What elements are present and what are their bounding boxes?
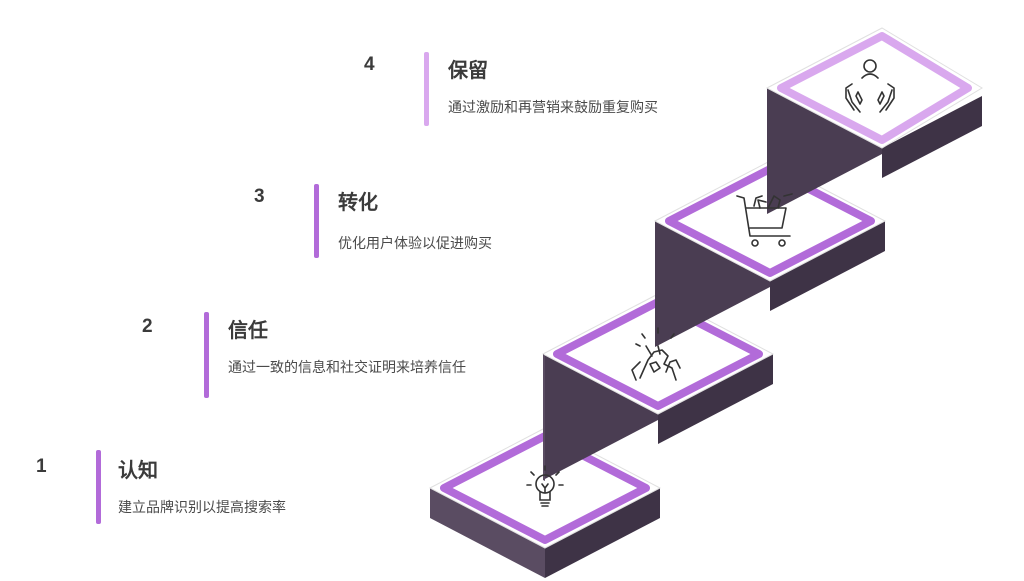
step-title: 转化 xyxy=(338,190,378,214)
step-number: 1 xyxy=(36,456,47,477)
step-number: 2 xyxy=(142,316,153,337)
step-title: 认知 xyxy=(118,458,158,482)
step-accent-bar xyxy=(96,450,101,524)
step-description: 通过一致的信息和社交证明来培养信任 xyxy=(228,360,466,376)
step-title: 信任 xyxy=(228,318,268,342)
lightbulb-icon xyxy=(526,465,564,507)
step-4-block xyxy=(765,27,983,214)
step-description: 建立品牌识别以提高搜索率 xyxy=(118,500,286,516)
step-description: 通过激励和再营销来鼓励重复购买 xyxy=(448,100,658,116)
shopping-cart-icon xyxy=(736,193,793,247)
step-2-block xyxy=(541,293,775,481)
step-description: 优化用户体验以促进购买 xyxy=(338,236,492,252)
step-accent-bar xyxy=(314,184,319,258)
step-number: 3 xyxy=(254,186,265,207)
step-number: 4 xyxy=(364,54,375,75)
step-title: 保留 xyxy=(448,58,488,82)
step-3-block xyxy=(653,160,887,347)
handshake-icon xyxy=(631,327,681,381)
caring-hands-icon xyxy=(845,59,895,113)
step-accent-bar xyxy=(424,52,429,126)
step-accent-bar xyxy=(204,312,209,398)
